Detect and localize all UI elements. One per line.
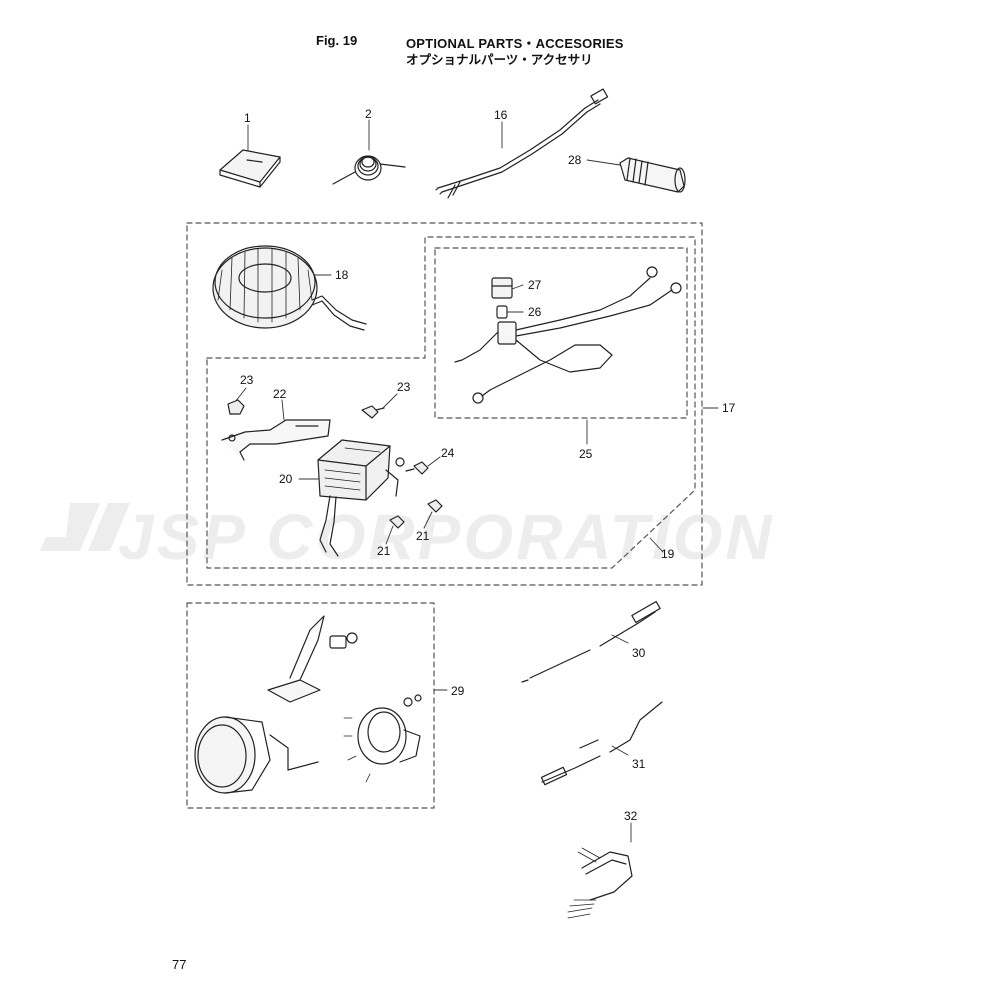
part-1-pad — [219, 149, 281, 188]
callout-19: 19 — [661, 547, 675, 561]
part-27-relay — [491, 277, 513, 299]
callout-20: 20 — [279, 472, 293, 486]
page-title: OPTIONAL PARTS・ACCESORIES — [406, 36, 624, 51]
callout-29: 29 — [451, 684, 465, 698]
callout-16: 16 — [494, 108, 508, 122]
part-22-bracket — [221, 419, 331, 461]
part-23-nut-a — [227, 399, 245, 415]
page-subtitle-jp: オプショナルパーツ・アクセサリ — [406, 52, 593, 67]
callout-23b: 23 — [397, 380, 411, 394]
callout-23a: 23 — [240, 373, 254, 387]
jsp-logo-icon — [40, 503, 130, 551]
part-30-sender — [521, 600, 661, 683]
part-2-spring — [332, 155, 406, 185]
part-21-bolt-b — [427, 499, 443, 513]
callout-26: 26 — [528, 305, 542, 319]
group-box-25 — [434, 247, 688, 419]
callout-32: 32 — [624, 809, 638, 823]
figure-number: Fig. 19 — [316, 33, 358, 48]
part-16-harness — [435, 88, 609, 199]
callout-24: 24 — [441, 446, 455, 460]
part-31-cable — [540, 701, 663, 786]
callout-17: 17 — [722, 401, 736, 415]
part-28-fitting — [619, 157, 686, 193]
callout-2: 2 — [365, 107, 372, 121]
callout-22: 22 — [273, 387, 287, 401]
part-26-terminal — [496, 305, 508, 319]
callout-27: 27 — [528, 278, 542, 292]
part-18-stator — [212, 245, 367, 331]
leader-lines — [234, 119, 719, 843]
callout-21b: 21 — [416, 529, 430, 543]
group-box-29 — [186, 602, 435, 809]
part-25-harness — [454, 266, 682, 404]
callout-30: 30 — [632, 646, 646, 660]
callout-21a: 21 — [377, 544, 391, 558]
group-box-17 — [186, 222, 703, 586]
callout-1: 1 — [244, 111, 251, 125]
callout-31: 31 — [632, 757, 646, 771]
callout-28: 28 — [568, 153, 582, 167]
group-box-19 — [206, 236, 696, 569]
part-29-tachometer-kit — [194, 615, 422, 794]
callout-25: 25 — [579, 447, 593, 461]
page-number: 77 — [172, 957, 187, 972]
callout-18: 18 — [335, 268, 349, 282]
part-32-connectors — [567, 847, 633, 919]
watermark-text: JSP CORPORATION — [118, 501, 775, 573]
part-20-rectifier — [317, 439, 405, 557]
part-23-bolt-b — [361, 405, 385, 419]
part-24-bolt — [405, 461, 429, 475]
part-21-bolt-a — [389, 515, 405, 529]
